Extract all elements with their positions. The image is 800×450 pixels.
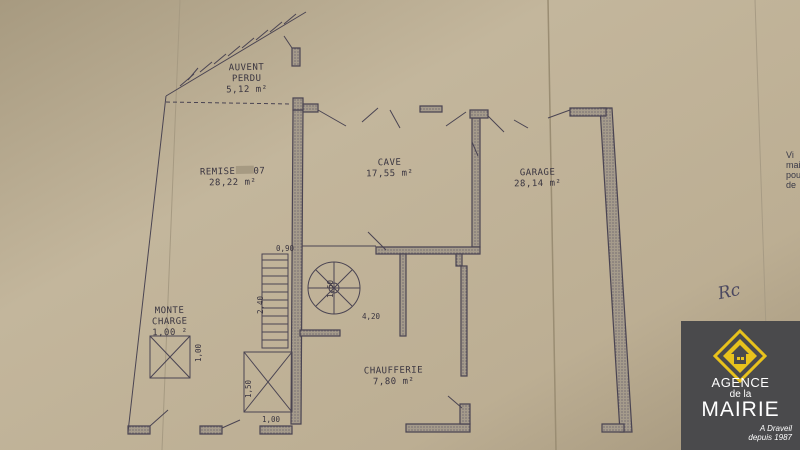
thin-lines bbox=[127, 11, 571, 433]
dimension-090: 0,90 bbox=[276, 244, 295, 253]
house-diamond-icon bbox=[713, 329, 767, 383]
room-garage-label: GARAGE 28,14 m² bbox=[514, 168, 562, 191]
margin-line-3: pou bbox=[786, 170, 800, 180]
room-monte-charge-label: MONTE CHARGE 1,00 ² bbox=[152, 306, 188, 340]
room-monte-charge-name-2: CHARGE bbox=[151, 316, 188, 328]
room-remise-label: REMISE 07 28,22 m² bbox=[200, 165, 266, 189]
margin-line-1: Vi bbox=[786, 150, 794, 160]
room-remise-name-text: REMISE bbox=[199, 166, 236, 178]
dimension-420: 4,20 bbox=[362, 312, 381, 321]
dimension-240: 2,40 bbox=[256, 295, 265, 314]
room-remise-suffix: 07 bbox=[253, 166, 266, 177]
room-cave-label: CAVE 17,55 m² bbox=[366, 158, 414, 181]
margin-line-2: mai bbox=[786, 160, 800, 170]
agency-logo: AGENCE de la MAIRIE A Draveil depuis 198… bbox=[681, 321, 800, 450]
dimension-100-monte: 1,00 bbox=[194, 343, 203, 362]
room-auvent-name-2: PERDU bbox=[231, 73, 262, 85]
room-auvent-label: AUVENT PERDU 5,12 m² bbox=[226, 63, 268, 97]
room-cave-area: 17,55 m² bbox=[366, 168, 414, 180]
dimension-160: 1,60 bbox=[326, 279, 335, 298]
logo-city: A Draveil bbox=[759, 424, 792, 433]
room-monte-charge-name-1: MONTE bbox=[154, 305, 185, 317]
room-garage-name: GARAGE bbox=[519, 167, 556, 179]
room-chaufferie-area: 7,80 m² bbox=[372, 376, 415, 388]
logo-de-la: de la bbox=[729, 389, 752, 400]
room-remise-redaction bbox=[235, 165, 254, 174]
dimension-100-bottom: 1,00 bbox=[262, 415, 281, 424]
room-garage-area: 28,14 m² bbox=[514, 178, 562, 190]
logo-mairie: MAIRIE bbox=[701, 398, 780, 421]
logo-agence: AGENCE bbox=[711, 375, 770, 390]
margin-text: Vi mai pou de bbox=[786, 150, 800, 190]
paper-fold bbox=[547, 0, 557, 450]
paper-edge-left bbox=[161, 0, 181, 450]
margin-line-4: de bbox=[786, 180, 797, 190]
room-remise-area: 28,22 m² bbox=[209, 177, 257, 189]
room-monte-charge-area: 1,00 ² bbox=[152, 327, 188, 339]
dimension-150: 1,50 bbox=[244, 379, 253, 398]
walls bbox=[127, 47, 633, 435]
room-cave-name: CAVE bbox=[377, 157, 402, 169]
room-chaufferie-label: CHAUFFERIE 7,80 m² bbox=[364, 365, 424, 388]
room-auvent-name-1: AUVENT bbox=[228, 62, 265, 74]
room-auvent-area: 5,12 m² bbox=[226, 84, 268, 96]
logo-since: depuis 1987 bbox=[748, 433, 792, 442]
